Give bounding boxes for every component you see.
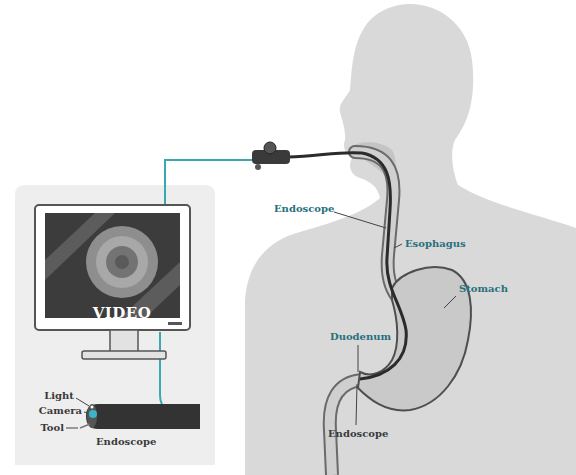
tool-wire	[80, 424, 90, 428]
endoscope-tip	[86, 404, 200, 429]
endoscope-tube	[288, 153, 406, 379]
monitor-button	[168, 322, 182, 325]
screen-label: VIDEO	[93, 304, 152, 322]
part-label: Light	[44, 390, 74, 402]
monitor-base	[82, 351, 166, 359]
scope-cable	[160, 332, 200, 416]
leader-line	[84, 412, 88, 413]
leader-line	[334, 212, 386, 228]
part-label: Endoscope	[328, 428, 388, 440]
monitor-screen	[45, 213, 180, 318]
esophagus-outline	[355, 152, 400, 300]
monitor-stand	[110, 330, 138, 352]
handle-knob	[264, 142, 276, 154]
part-label: Camera	[39, 405, 82, 417]
light-source	[91, 406, 94, 409]
endoscopic-image	[106, 246, 138, 278]
part-label: Endoscope	[274, 203, 334, 215]
background-panel	[15, 185, 215, 465]
endoscopic-image	[86, 226, 158, 298]
duodenum-tube	[330, 380, 362, 475]
part-label: Duodenum	[330, 331, 391, 343]
leader-line	[394, 244, 402, 248]
leader-line	[76, 398, 89, 406]
leader-line	[444, 296, 456, 308]
esophagus-tube	[355, 152, 400, 300]
endoscopic-image	[115, 255, 129, 269]
duodenum-outline	[330, 380, 362, 475]
handle-button	[255, 164, 261, 170]
video-cable	[165, 160, 252, 207]
person-silhouette	[245, 4, 576, 475]
part-label: Endoscope	[96, 436, 156, 448]
leader-line	[358, 345, 359, 372]
part-label: Tool	[41, 422, 64, 434]
leader-line	[66, 428, 78, 429]
monitor-frame	[35, 205, 190, 330]
camera-lens	[89, 410, 97, 418]
part-label: Esophagus	[405, 238, 466, 250]
leader-line	[356, 384, 357, 425]
endoscopic-image	[96, 236, 148, 288]
part-label: Stomach	[459, 283, 508, 295]
